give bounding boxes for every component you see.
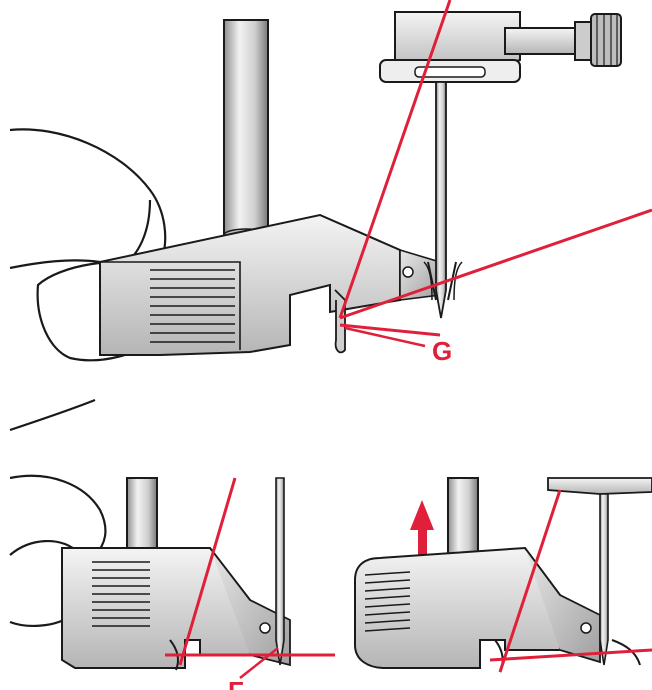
- label-f: F: [228, 676, 244, 690]
- needle-bottom-right: [599, 493, 609, 666]
- threader-head-top: [99, 213, 441, 356]
- bottom-right-panel: [354, 477, 652, 673]
- needle-bottom-left: [275, 477, 285, 666]
- threader-shaft-top: [223, 19, 269, 236]
- thread-top: [338, 0, 652, 337]
- thread-bottom-right: [489, 489, 652, 673]
- thread-bottom-left: [165, 477, 335, 666]
- leader-line-g: [344, 326, 426, 348]
- leader-line-f: [239, 647, 279, 679]
- needle-clamp-top: [379, 11, 622, 83]
- top-panel: G: [9, 0, 652, 432]
- bottom-left-panel: F: [9, 474, 335, 690]
- hook-g: [334, 289, 346, 354]
- threader-head-bottom-right: [354, 546, 561, 669]
- needle-top: [435, 81, 447, 319]
- label-g: G: [432, 336, 452, 366]
